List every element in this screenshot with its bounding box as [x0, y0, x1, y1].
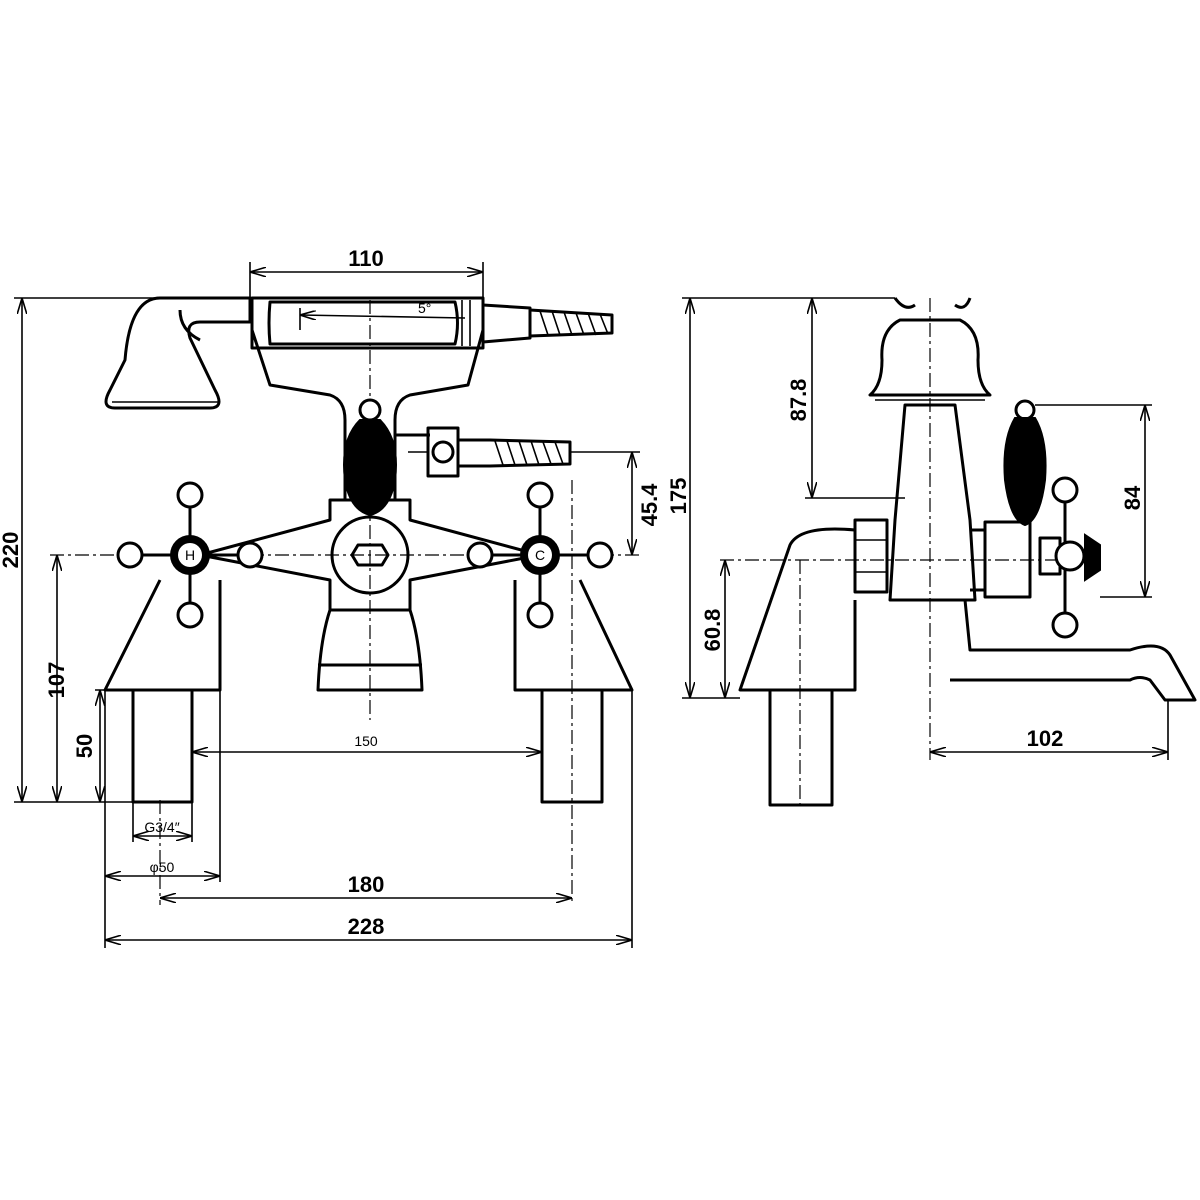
dim-45-4: 45.4 [637, 483, 662, 527]
side-handle [1038, 476, 1101, 639]
dim-60-8: 60.8 [700, 609, 725, 652]
hex-nut [350, 543, 390, 567]
side-body [888, 403, 977, 602]
side-lever [1003, 399, 1047, 527]
cold-handle: C [466, 481, 614, 629]
side-valve [983, 520, 1032, 599]
dim-84: 84 [1120, 485, 1145, 510]
spout [316, 609, 424, 692]
dim-diameter: φ50 [150, 859, 175, 875]
hose-connector [395, 426, 572, 478]
pipe-left [131, 688, 194, 804]
dim-102: 102 [1027, 726, 1064, 751]
dim-228: 228 [348, 914, 385, 939]
dim-87-8: 87.8 [786, 379, 811, 422]
leg-left [103, 579, 222, 692]
dim-150: 150 [354, 733, 378, 749]
dim-107: 107 [44, 662, 69, 699]
side-spout [950, 599, 1197, 702]
dim-angle: 5° [418, 300, 431, 316]
side-pipe [768, 688, 834, 807]
dim-175: 175 [666, 478, 691, 515]
side-view: 175 87.8 84 60.8 102 [666, 297, 1197, 810]
pipe-right [540, 688, 604, 804]
diverter-lever [343, 398, 397, 517]
dim-50: 50 [72, 734, 97, 758]
side-base [738, 527, 857, 692]
front-view: H C 110 5° 220 107 [0, 246, 662, 948]
handset [250, 296, 614, 350]
cold-label: C [535, 547, 545, 563]
side-nut [853, 518, 889, 594]
body-boss [330, 515, 410, 595]
front-dimensions: 110 5° 220 107 50 45.4 150 G3/4″ φ50 [0, 246, 662, 948]
dim-thread: G3/4″ [144, 819, 179, 835]
hot-label: H [185, 547, 195, 563]
shower-head [104, 296, 252, 410]
dim-110: 110 [348, 246, 384, 271]
dim-180: 180 [348, 872, 385, 897]
side-dimensions: 175 87.8 84 60.8 102 [666, 297, 1169, 760]
leg-right [513, 579, 634, 692]
dim-220: 220 [0, 532, 23, 569]
side-cradle [868, 297, 992, 397]
hot-handle: H [116, 481, 264, 629]
